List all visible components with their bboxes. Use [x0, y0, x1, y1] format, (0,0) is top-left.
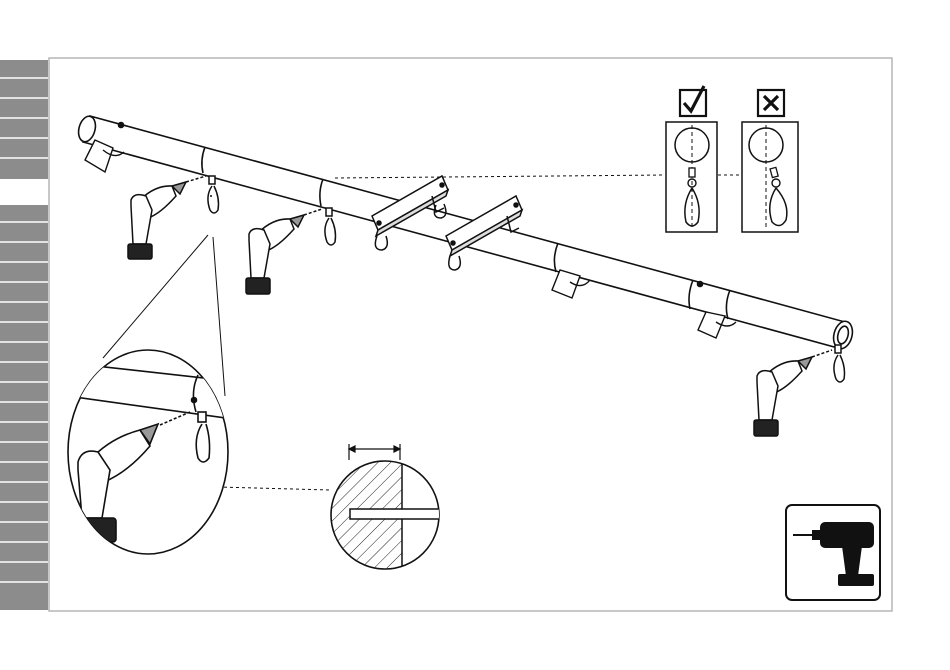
drill-2	[246, 209, 322, 294]
tool-badge	[786, 505, 880, 600]
sidebar-active-tab	[0, 179, 48, 205]
hook-3	[834, 345, 845, 382]
sidebar-step-tabs	[0, 60, 48, 610]
hook-2	[325, 208, 336, 245]
correct-orientation-panel	[666, 86, 717, 232]
wood-cross-section-detail	[320, 444, 442, 580]
drill-hook-detail	[60, 235, 240, 554]
depth-dimension	[349, 444, 400, 460]
incorrect-orientation-panel	[742, 90, 798, 232]
drill-1	[128, 176, 206, 259]
hook-1	[208, 176, 219, 213]
drill-3	[754, 350, 832, 436]
